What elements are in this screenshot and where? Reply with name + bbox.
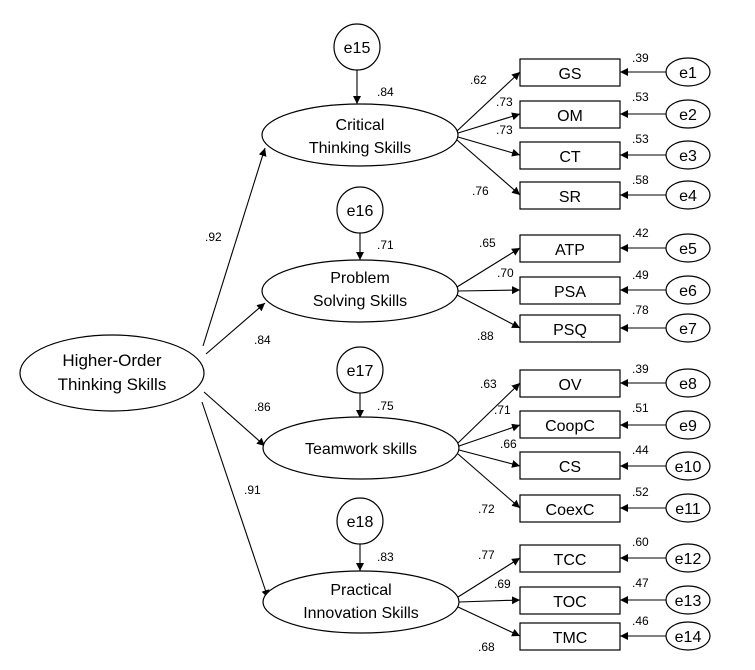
loading-sr: .76 bbox=[472, 184, 489, 198]
r2-psq: .78 bbox=[632, 303, 649, 317]
loading-coexc: .72 bbox=[478, 502, 495, 516]
factor-label-1-line2: Solving Skills bbox=[313, 293, 407, 310]
error-e16: e16 bbox=[347, 203, 374, 220]
root-loading-2: .86 bbox=[254, 400, 271, 414]
loading-atp: .65 bbox=[479, 236, 496, 250]
indicator-sr: SR bbox=[559, 189, 581, 206]
r2-ct: .53 bbox=[632, 132, 649, 146]
factor-label-3-line1: Practical bbox=[330, 582, 391, 599]
factor-label-3-line2: Innovation Skills bbox=[303, 605, 419, 622]
error-e4: e4 bbox=[679, 188, 697, 205]
r2-tmc: .46 bbox=[632, 614, 649, 628]
error-e12: e12 bbox=[675, 551, 702, 568]
loading-ov: .63 bbox=[480, 377, 497, 391]
loading-psa: .70 bbox=[497, 266, 514, 280]
r2-psa: .49 bbox=[632, 268, 649, 282]
factor-label-0-line1: Critical bbox=[336, 117, 385, 134]
error-e17: e17 bbox=[347, 363, 374, 380]
error-e1: e1 bbox=[679, 65, 697, 82]
loading-tmc: .68 bbox=[478, 640, 495, 654]
indicator-tcc: TCC bbox=[554, 552, 587, 569]
loading-om: .73 bbox=[496, 95, 513, 109]
loading-gs: .62 bbox=[470, 73, 487, 87]
factor-teamwork: .86 e17 .75 Teamwork skills .63 .71 .66 … bbox=[203, 346, 711, 523]
factor-label-1-line1: Problem bbox=[330, 270, 390, 287]
root-label-line2: Thinking Skills bbox=[58, 375, 167, 394]
error-e10: e10 bbox=[675, 459, 702, 476]
loading-tcc: .77 bbox=[478, 548, 495, 562]
indicator-psa: PSA bbox=[554, 284, 586, 301]
error-e2: e2 bbox=[679, 107, 697, 124]
r2-gs: .39 bbox=[632, 51, 649, 65]
error-e18: e18 bbox=[347, 514, 374, 531]
error-e14: e14 bbox=[675, 629, 702, 646]
indicator-ct: CT bbox=[559, 149, 581, 166]
indicator-ov: OV bbox=[558, 377, 581, 394]
r2-coopc: .51 bbox=[632, 401, 649, 415]
indicator-atp: ATP bbox=[555, 242, 585, 259]
loading-toc: .69 bbox=[494, 577, 511, 591]
r2-sr: .58 bbox=[632, 173, 649, 187]
root-loading-1: .84 bbox=[254, 333, 271, 347]
indicator-gs: GS bbox=[558, 66, 581, 83]
indicator-toc: TOC bbox=[553, 594, 586, 611]
loading-psq: .88 bbox=[477, 329, 494, 343]
indicator-cs: CS bbox=[559, 459, 581, 476]
root-label-line1: Higher-Order bbox=[62, 351, 162, 370]
indicator-psq: PSQ bbox=[553, 322, 587, 339]
factor-r2-1: .71 bbox=[377, 238, 394, 252]
factor-label-2-line2: Teamwork skills bbox=[305, 441, 417, 458]
r2-atp: .42 bbox=[632, 226, 649, 240]
r2-cs: .44 bbox=[632, 443, 649, 457]
r2-om: .53 bbox=[632, 90, 649, 104]
r2-coexc: .52 bbox=[632, 485, 649, 499]
r2-toc: .47 bbox=[632, 576, 649, 590]
error-e3: e3 bbox=[679, 148, 697, 165]
r2-tcc: .60 bbox=[632, 535, 649, 549]
loading-coopc: .71 bbox=[494, 403, 511, 417]
factor-r2-2: .75 bbox=[377, 399, 394, 413]
error-e13: e13 bbox=[675, 593, 702, 610]
error-e8: e8 bbox=[679, 376, 697, 393]
indicator-coexc: CoexC bbox=[546, 502, 595, 519]
factor-practical-innovation: .91 e18 .83 Practical Innovation Skills … bbox=[201, 401, 711, 654]
error-e5: e5 bbox=[679, 241, 697, 258]
error-e6: e6 bbox=[679, 283, 697, 300]
indicator-tmc: TMC bbox=[553, 630, 588, 647]
indicator-coopc: CoopC bbox=[545, 418, 595, 435]
factor-critical-thinking: .92 e15 .84 Critical Thinking Skills .62… bbox=[202, 23, 711, 347]
factor-r2-3: .83 bbox=[377, 550, 394, 564]
factor-r2-0: .84 bbox=[377, 85, 394, 99]
error-e9: e9 bbox=[679, 418, 697, 435]
root-loading-0: .92 bbox=[205, 230, 222, 244]
root-latent: Higher-Order Thinking Skills bbox=[19, 334, 205, 412]
root-loading-3: .91 bbox=[244, 483, 261, 497]
indicator-om: OM bbox=[557, 108, 583, 125]
error-e11: e11 bbox=[675, 501, 701, 518]
r2-ov: .39 bbox=[632, 362, 649, 376]
factor-label-0-line2: Thinking Skills bbox=[309, 140, 411, 157]
loading-cs: .66 bbox=[500, 437, 517, 451]
loading-ct: .73 bbox=[496, 123, 513, 137]
error-e15: e15 bbox=[344, 40, 371, 57]
error-e7: e7 bbox=[679, 321, 697, 338]
factor-problem-solving: .84 e16 .71 Problem Solving Skills .65 .… bbox=[205, 186, 711, 355]
